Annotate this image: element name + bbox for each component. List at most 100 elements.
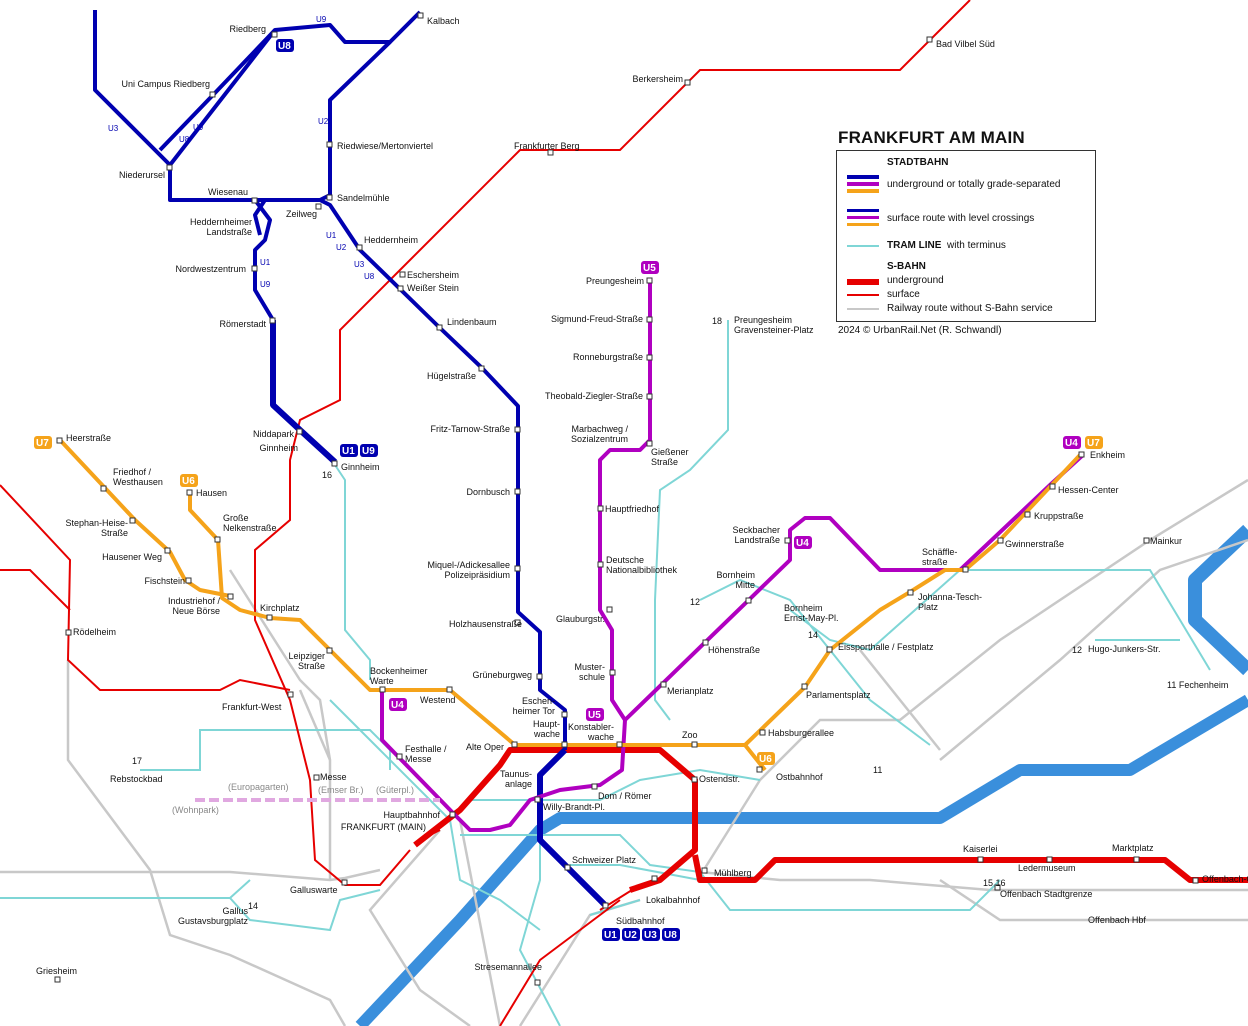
station-label-niddapark: Niddapark xyxy=(253,429,295,439)
code-u2-riedwiese: U2 xyxy=(318,117,329,126)
station-label-dornbusch: Dornbusch xyxy=(466,487,510,497)
station-label-muehlberg: Mühlberg xyxy=(714,868,752,878)
station-label-schaeffle: Schäffle-straße xyxy=(922,547,957,567)
station-label-huegelstrasse: Hügelstraße xyxy=(427,371,476,381)
station-label-griesheim: Griesheim xyxy=(36,966,77,976)
station-label-stresemannallee: Stresemannallee xyxy=(474,962,542,972)
station-label-ostbahnhof: Ostbahnhof xyxy=(776,772,823,782)
svg-text:U4: U4 xyxy=(1065,438,1078,449)
station-label-konstablerwache: Konstabler-wache xyxy=(568,722,614,742)
station-label-fritz-tarnow: Fritz-Tarnow-Straße xyxy=(430,424,510,434)
legend-surface-label: surface route with level crossings xyxy=(887,213,1035,224)
legend-sbahn-underground-label: underground xyxy=(887,275,944,286)
station-label-heerstrasse: Heerstraße xyxy=(66,433,111,443)
svg-text:U8: U8 xyxy=(664,930,677,941)
station-label-kirchplatz: Kirchplatz xyxy=(260,603,300,613)
badge-u5-konstabler: U5 xyxy=(586,708,604,721)
station-label-holzhausen: Holzhausenstraße xyxy=(449,619,522,629)
station-label-offenbach-hbf: Offenbach Hbf xyxy=(1088,915,1146,925)
badge-u4-seckbach: U4 xyxy=(794,536,812,549)
map-credit: 2024 © UrbanRail.Net (R. Schwandl) xyxy=(838,325,1002,336)
line-code-labels: U9 U3 U9 U8 U2 U1 U2 U3 U8 U1 U9 xyxy=(108,15,375,289)
station-label-riedberg: Riedberg xyxy=(229,24,266,34)
code-u3-left: U3 xyxy=(108,124,119,133)
tram-14b-label: 14 xyxy=(248,901,258,911)
legend-box: STADTBAHN underground or totally grade-s… xyxy=(836,150,1096,322)
station-label-merianplatz: Merianplatz xyxy=(667,686,714,696)
station-label-zoo: Zoo xyxy=(682,730,698,740)
station-label-sandelmuehle: Sandelmühle xyxy=(337,193,390,203)
station-label-hugo-junkers: Hugo-Junkers-Str. xyxy=(1088,644,1161,654)
station-markers xyxy=(54,12,1199,986)
legend-swatch-purple-underground xyxy=(847,182,879,186)
svg-text:U7: U7 xyxy=(1087,438,1100,449)
station-label-europagarten: (Europagarten) xyxy=(228,782,289,792)
tram-14-label: 14 xyxy=(808,630,818,640)
station-label-wohnpark: (Wohnpark) xyxy=(172,805,219,815)
legend-sbahn-surface-label: surface xyxy=(887,289,920,300)
svg-text:U1: U1 xyxy=(342,446,355,457)
tram-12-label: 12 xyxy=(690,597,700,607)
svg-text:U7: U7 xyxy=(36,438,49,449)
station-label-willy-brandt: Willy-Brandt-Pl. xyxy=(543,802,605,812)
tram-11-label: 11 xyxy=(873,765,882,775)
station-label-grueneburgweg: Grüneburgweg xyxy=(472,670,532,680)
badge-u7-enkheim: U7 xyxy=(1085,436,1103,449)
station-label-ginnheim: Ginnheim xyxy=(341,462,380,472)
badge-u9-ginnheim: U9 xyxy=(360,444,378,457)
legend-stadtbahn-heading: STADTBAHN xyxy=(887,157,949,168)
station-label-westend: Westend xyxy=(420,695,455,705)
svg-text:U1: U1 xyxy=(604,930,617,941)
station-label-marktplatz: Marktplatz xyxy=(1112,843,1154,853)
stadtbahn-blue-surface xyxy=(93,10,567,750)
station-label-eschenheimer-tor: Eschen-heimer Tor xyxy=(513,696,555,716)
tram-15-16-label: 15 16 xyxy=(983,878,1006,888)
station-label-hauptbahnhof: Hauptbahnhof xyxy=(383,810,440,820)
station-label-offenbach-ost: Offenbach-O xyxy=(1202,874,1248,884)
legend-sbahn-heading: S-BAHN xyxy=(887,261,926,272)
station-label-ronneburg: Ronneburgstraße xyxy=(573,352,643,362)
badge-u7-heerstrasse: U7 xyxy=(34,436,52,449)
code-u3-hedd: U3 xyxy=(354,260,365,269)
badge-u8-riedberg: U8 xyxy=(276,39,294,52)
station-label-nordwestzentrum: Nordwestzentrum xyxy=(175,264,246,274)
line-badges: U8 U5 U7 U6 U1 U9 U4 U7 U4 U4 U5 U6 U1 U… xyxy=(34,39,1103,941)
station-label-frankfurt-west: Frankfurt-West xyxy=(222,702,282,712)
badge-u8-sued: U8 xyxy=(662,928,680,941)
svg-text:U5: U5 xyxy=(643,263,656,274)
station-label-berkersheim: Berkersheim xyxy=(632,74,683,84)
badge-u6-ostbahnhof: U6 xyxy=(757,752,775,765)
station-label-krupp: Kruppstraße xyxy=(1034,511,1084,521)
badge-u4-bockenheim: U4 xyxy=(389,698,407,711)
station-label-habsburgerallee: Habsburgerallee xyxy=(768,728,834,738)
station-label-weisser-stein: Weißer Stein xyxy=(407,283,459,293)
station-label-emser-br: (Emser Br.) xyxy=(318,785,364,795)
badge-u4-enkheim: U4 xyxy=(1063,436,1081,449)
station-label-taunusanlage: Taunus-anlage xyxy=(500,769,532,789)
tram-17-label: 17 xyxy=(132,756,142,766)
legend-swatch-sbahn-underground xyxy=(847,279,879,285)
station-label-schweizer-platz: Schweizer Platz xyxy=(572,855,637,865)
svg-text:U2: U2 xyxy=(624,930,637,941)
legend-railway-label: Railway route without S-Bahn service xyxy=(887,303,1053,314)
station-label-marbachweg: Marbachweg /Sozialzentrum xyxy=(571,424,629,444)
code-u2-hedd: U2 xyxy=(336,243,347,252)
station-label-galluswarte: Galluswarte xyxy=(290,885,338,895)
station-label-eissporthalle: Eissporthalle / Festplatz xyxy=(838,642,934,652)
station-label-mainkur: Mainkur xyxy=(1150,536,1182,546)
badge-u1-sued: U1 xyxy=(602,928,620,941)
station-label-alte-oper: Alte Oper xyxy=(466,742,504,752)
station-label-johanna-tesch: Johanna-Tesch-Platz xyxy=(918,592,982,612)
badge-u1-ginnheim: U1 xyxy=(340,444,358,457)
legend-swatch-railway xyxy=(847,308,879,310)
station-label-hauptwache: Haupt-wache xyxy=(533,719,560,739)
code-u8-hedd: U8 xyxy=(364,272,375,281)
station-label-messe: Messe xyxy=(320,772,347,782)
station-label-uni-campus: Uni Campus Riedberg xyxy=(121,79,210,89)
legend-swatch-orange-underground xyxy=(847,189,879,193)
tram-number-labels: 18 16 12 14 12 11 17 14 15 16 xyxy=(132,316,1082,911)
station-label-hauptfriedhof: Hauptfriedhof xyxy=(605,504,660,514)
